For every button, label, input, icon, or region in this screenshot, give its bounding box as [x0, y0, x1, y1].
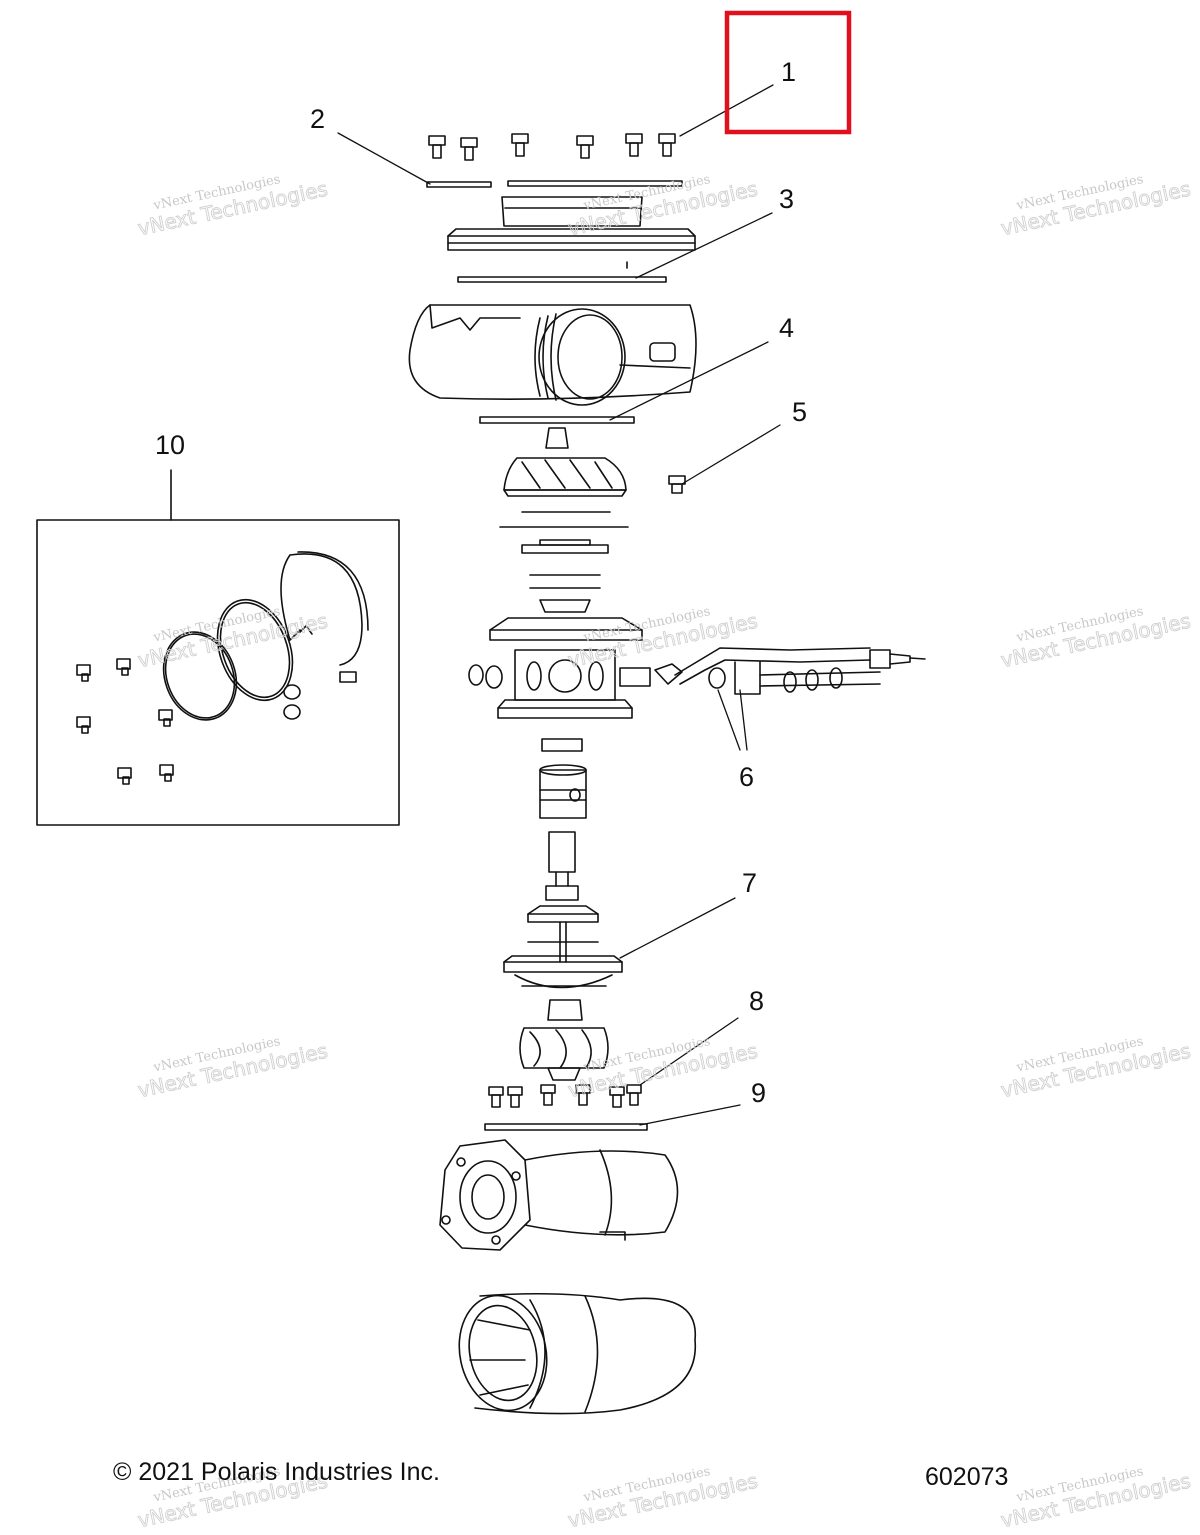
- callout-6-label: 6: [739, 762, 754, 792]
- copyright-text: © 2021 Polaris Industries Inc.: [113, 1458, 440, 1486]
- callout-9-label: 9: [751, 1078, 766, 1108]
- top-bolts: [428, 133, 676, 161]
- callout-3-label: 3: [779, 184, 794, 214]
- callout-2-label: 2: [310, 104, 325, 134]
- turbine-wheel: [519, 999, 609, 1081]
- callout-8-label: 8: [749, 986, 764, 1016]
- callout-1-label: 1: [781, 57, 796, 87]
- seal-rings: [499, 511, 629, 613]
- callout-7-label: 7: [742, 868, 757, 898]
- plug-5: [668, 475, 686, 494]
- drawing-number: 602073: [925, 1463, 1009, 1491]
- callout-5-label: 5: [792, 397, 807, 427]
- oil-line-assembly: [654, 647, 926, 695]
- retainer-plates: [426, 180, 683, 188]
- gasket-4: [479, 416, 635, 424]
- compressor-wheel: [503, 427, 627, 497]
- gasket-9: [484, 1123, 648, 1131]
- gasket-3: [457, 261, 667, 283]
- leader-lines: [337, 84, 781, 1126]
- callout-10-label: 10: [155, 430, 185, 460]
- shaft-components: [539, 738, 587, 901]
- callout-1-highlight: [724, 10, 852, 135]
- compressor-housing: [408, 304, 697, 406]
- turbine-housing: [439, 1139, 679, 1251]
- callout-4-label: 4: [779, 313, 794, 343]
- backplate: [503, 905, 623, 989]
- bottom-bolts: [488, 1084, 642, 1108]
- exhaust-outlet: [458, 1292, 697, 1415]
- gasket-kit-box: [36, 469, 400, 826]
- center-housing: [468, 617, 651, 719]
